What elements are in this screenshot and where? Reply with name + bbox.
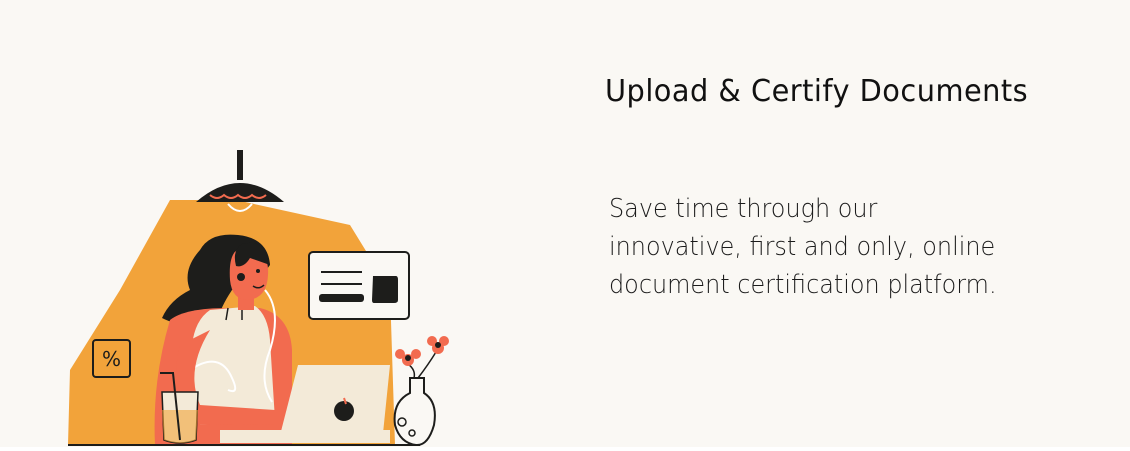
laptop-icon	[220, 365, 390, 443]
lamp-icon	[196, 150, 284, 212]
id-card-icon	[308, 251, 410, 320]
apron	[190, 306, 275, 425]
percent-badge-icon: %	[92, 339, 131, 378]
drink-glass-icon	[160, 372, 199, 444]
flower-vase-icon	[393, 336, 449, 447]
svg-text:%: %	[102, 347, 121, 371]
page-title: Upload & Certify Documents	[605, 74, 1029, 109]
arm	[176, 330, 275, 425]
hero-illustration: %	[60, 140, 460, 450]
bottom-divider	[0, 447, 1130, 451]
hero-description: Save time through our innovative, first …	[609, 194, 997, 300]
